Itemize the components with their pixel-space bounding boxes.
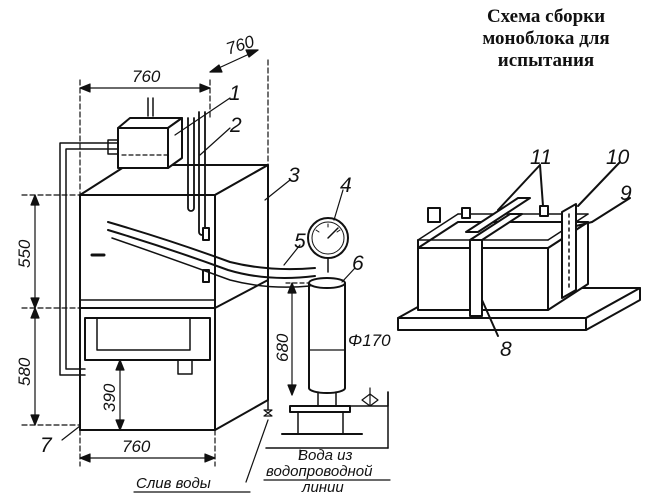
callout-3: 3 bbox=[288, 164, 300, 187]
caption-water-3: линии bbox=[301, 479, 344, 496]
leader-7 bbox=[61, 425, 81, 441]
hose-5 bbox=[107, 221, 316, 288]
battery-lid-back-edge bbox=[417, 213, 459, 241]
pressure-gauge-4 bbox=[307, 217, 349, 273]
bolt-9 bbox=[575, 221, 593, 227]
cabinet-shelf-line bbox=[79, 279, 269, 309]
leader-11b bbox=[539, 164, 544, 207]
label-upper-height: 550 bbox=[15, 239, 34, 268]
monoblock-assembly bbox=[397, 161, 641, 337]
leader-11a bbox=[497, 164, 541, 211]
test-cabinet bbox=[79, 164, 269, 431]
dim-inner-height-arrow-b bbox=[115, 419, 125, 431]
leader-5 bbox=[283, 244, 301, 266]
dim-inner-height-arrow-t bbox=[115, 359, 125, 371]
dim-bottom-width-arrow-l bbox=[79, 453, 91, 463]
dim-depth-arrow-l bbox=[209, 64, 223, 73]
label-top-width: 760 bbox=[132, 67, 161, 86]
callout-5: 5 bbox=[294, 230, 306, 253]
hose-outer bbox=[107, 221, 316, 271]
tube-clip-2 bbox=[202, 269, 210, 283]
tank-front bbox=[117, 127, 169, 169]
tube-clip-1 bbox=[202, 227, 210, 241]
gauge-tick-c bbox=[336, 229, 341, 233]
callout-8: 8 bbox=[500, 338, 512, 361]
hose-inner bbox=[111, 237, 311, 288]
supply-valve bbox=[361, 393, 379, 407]
gauge-dial-inner bbox=[311, 221, 345, 255]
leader-2 bbox=[199, 127, 231, 156]
label-cylinder-height: 680 bbox=[273, 333, 292, 362]
terminal-mid bbox=[461, 207, 471, 219]
dim-depth-arrow-r bbox=[245, 49, 259, 58]
label-lower-height: 580 bbox=[15, 357, 34, 386]
dim-top-width-arrow-l bbox=[79, 83, 91, 93]
drain-leader bbox=[245, 419, 269, 483]
leader-3 bbox=[264, 179, 291, 201]
callout-1: 1 bbox=[229, 82, 241, 105]
base-plate-side bbox=[585, 287, 641, 331]
stand-plate bbox=[289, 405, 351, 413]
label-cylinder-diameter: Φ170 bbox=[348, 331, 391, 350]
dim-lower-height-arrow-b bbox=[30, 414, 40, 426]
leader-1 bbox=[174, 97, 231, 136]
water-cylinder-6 bbox=[308, 277, 346, 394]
tank-pipe-outlet bbox=[107, 139, 119, 155]
gauge-tick-a bbox=[315, 229, 320, 233]
cabinet-side-face bbox=[214, 164, 269, 431]
dimension-lines bbox=[21, 49, 356, 467]
cylinder-bottom bbox=[308, 387, 346, 394]
callout-6: 6 bbox=[352, 252, 364, 275]
strap-8-front bbox=[469, 239, 483, 317]
dim-lower-height-arrow-t bbox=[30, 307, 40, 319]
dim-bottom-width-arrow-r bbox=[204, 453, 216, 463]
title-line-1: Схема сборки bbox=[486, 6, 606, 27]
label-bottom-width: 760 bbox=[122, 437, 151, 456]
terminal-left bbox=[427, 207, 441, 223]
lower-compartment-inner bbox=[96, 317, 191, 351]
leader-8 bbox=[481, 299, 499, 337]
caption-water-1: Вода из bbox=[298, 447, 352, 464]
dim-upper-height-arrow-t bbox=[30, 194, 40, 206]
title-line-2: моноблока для bbox=[482, 28, 610, 49]
dim-cyl-height-arrow-b bbox=[287, 384, 297, 396]
callout-7: 7 bbox=[40, 434, 53, 457]
callout-9: 9 bbox=[620, 182, 632, 205]
lower-compartment-foot bbox=[177, 359, 193, 375]
dim-cyl-height-arrow-t bbox=[287, 282, 297, 294]
level-tubes bbox=[187, 111, 210, 283]
gauge-needle bbox=[327, 227, 339, 239]
water-tank-1 bbox=[107, 97, 183, 169]
cylinder-stand bbox=[281, 391, 363, 435]
dim-upper-height-arrow-b bbox=[30, 297, 40, 309]
callout-11: 11 bbox=[530, 146, 552, 169]
feed-pipe bbox=[59, 142, 119, 376]
lower-compartment bbox=[84, 317, 211, 361]
drain-valve bbox=[263, 409, 273, 417]
caption-drain: Слив воды bbox=[136, 475, 211, 492]
callout-4: 4 bbox=[340, 174, 352, 197]
cylinder-top bbox=[308, 277, 346, 289]
leader-4 bbox=[333, 189, 344, 221]
tube-left bbox=[187, 117, 195, 212]
label-inner-height: 390 bbox=[100, 383, 119, 412]
terminal-right bbox=[539, 205, 549, 217]
strap-8-top bbox=[469, 213, 523, 241]
hose-mid bbox=[107, 229, 316, 279]
callout-2: 2 bbox=[229, 114, 242, 137]
dim-top-width-arrow-r bbox=[199, 83, 211, 93]
feed-pipe-inner bbox=[65, 148, 119, 370]
callout-10: 10 bbox=[606, 146, 630, 169]
caption-water-2: водопроводной bbox=[266, 463, 373, 480]
diagram-title: Схема сборки моноблока для испытания bbox=[446, 6, 646, 72]
leader-6 bbox=[341, 267, 356, 283]
leader-9 bbox=[591, 197, 631, 223]
leader-10 bbox=[577, 161, 621, 207]
bar-11 bbox=[465, 197, 531, 233]
tank-side bbox=[167, 117, 183, 169]
title-line-3: испытания bbox=[497, 50, 595, 71]
